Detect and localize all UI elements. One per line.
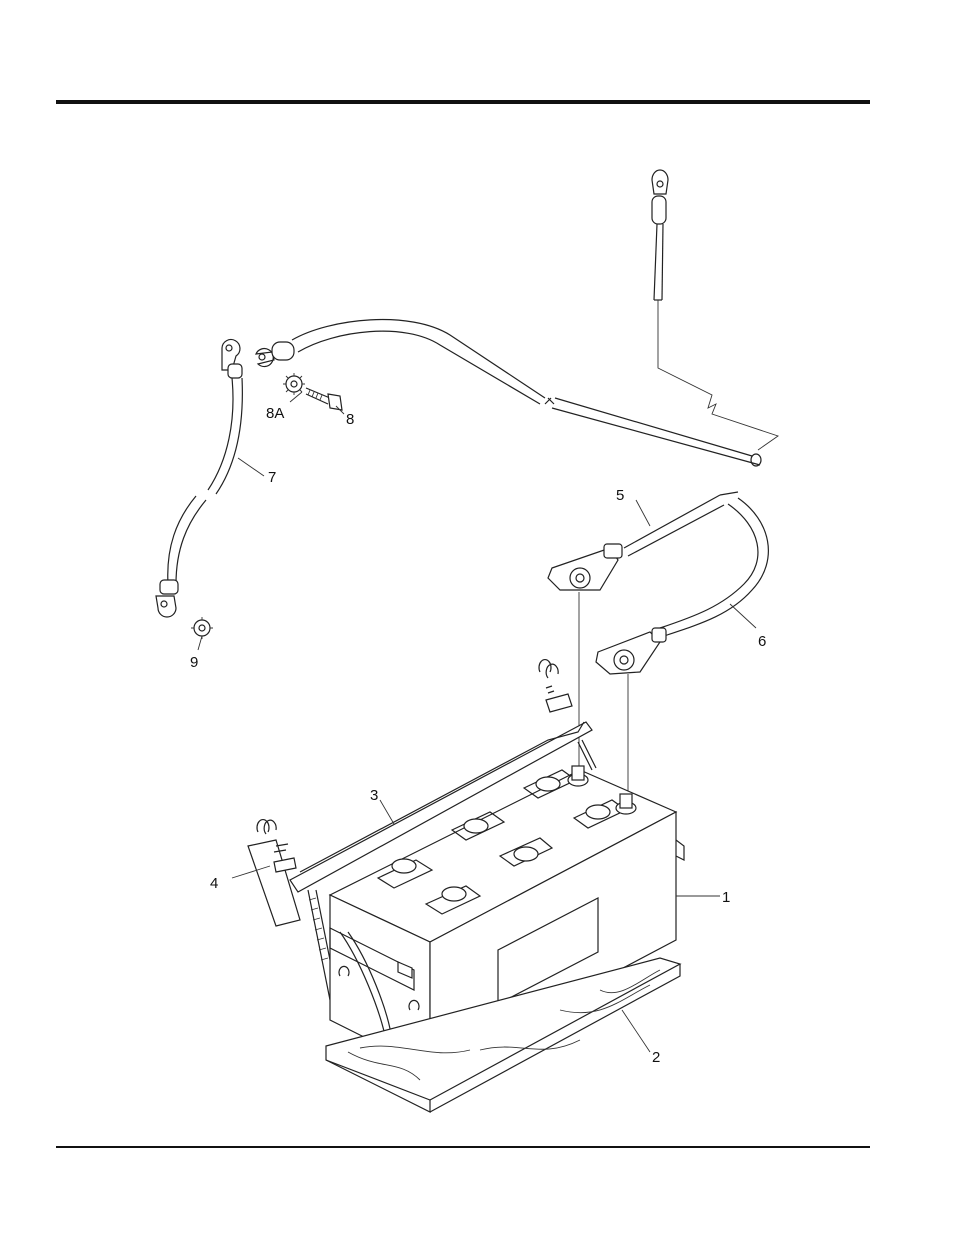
callout-1: 1 <box>722 889 730 906</box>
callout-5: 5 <box>616 487 624 504</box>
callout-4: 4 <box>210 875 218 892</box>
main-cable-lug <box>652 170 778 450</box>
callout-8: 8 <box>346 411 354 428</box>
cable-5 <box>256 320 761 556</box>
cable-6 <box>596 498 768 795</box>
callout-2: 2 <box>652 1049 660 1066</box>
callout-3: 3 <box>370 787 378 804</box>
lock-washer-9 <box>191 617 213 639</box>
callout-8a: 8A <box>266 405 284 422</box>
cable-7 <box>156 340 242 617</box>
callout-7: 7 <box>268 469 276 486</box>
hold-down-clamp-4 <box>248 820 338 1000</box>
callout-6: 6 <box>758 633 766 650</box>
callout-9: 9 <box>190 654 198 671</box>
